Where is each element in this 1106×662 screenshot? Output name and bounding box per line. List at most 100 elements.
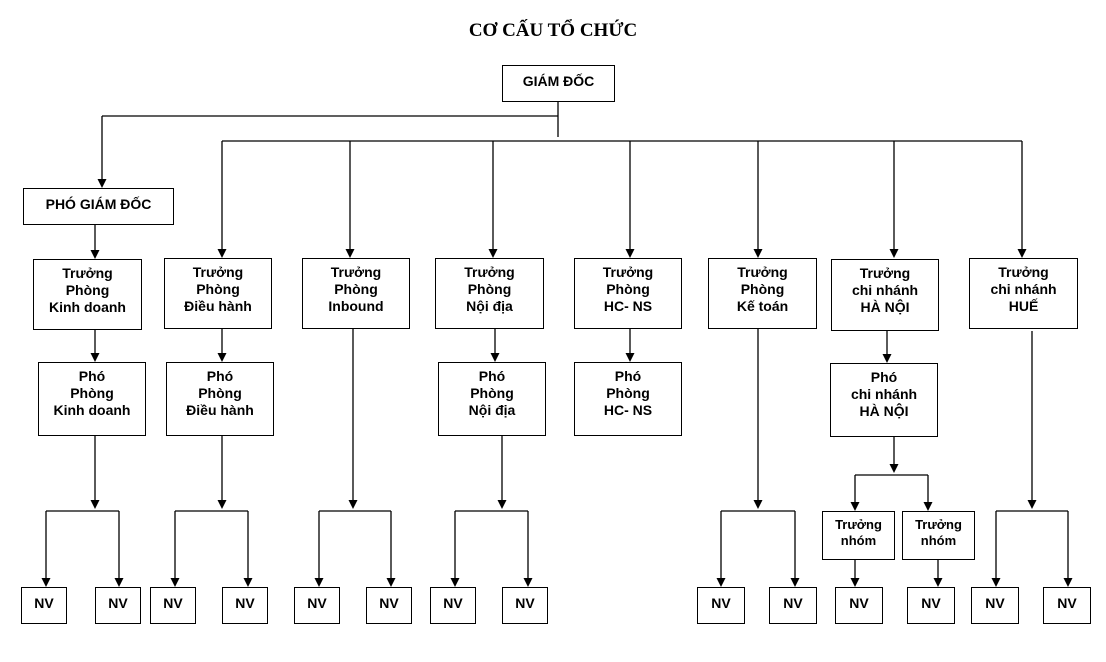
node-label-line: Kinh doanh: [53, 402, 131, 418]
node-label-line: HUẾ: [1008, 298, 1039, 314]
arrowhead-icon: [991, 578, 1001, 587]
arrowhead-icon: [97, 179, 107, 188]
node-nv: NV: [222, 587, 268, 624]
arrowhead-icon: [348, 500, 358, 509]
node-nv: NV: [769, 587, 817, 624]
node-label-line: Phòng: [606, 385, 650, 401]
arrowhead-icon: [386, 578, 396, 587]
node-label-line: Kinh doanh: [49, 299, 126, 315]
arrowhead-icon: [753, 249, 763, 258]
node-nv: NV: [835, 587, 883, 624]
node-nv: NV: [294, 587, 340, 624]
arrowhead-icon: [217, 500, 227, 509]
node-label-line: Phòng: [65, 282, 110, 298]
arrowhead-icon: [850, 502, 860, 511]
node-label-line: Phó: [614, 368, 642, 384]
node-nv: NV: [21, 587, 67, 624]
node-nv: NV: [907, 587, 955, 624]
arrowhead-icon: [217, 249, 227, 258]
node-nv: NV: [502, 587, 548, 624]
node-label-line: chi nhánh: [990, 281, 1057, 297]
arrowhead-icon: [889, 249, 899, 258]
arrowhead-icon: [41, 578, 51, 587]
node-label-line: Inbound: [328, 298, 384, 314]
arrowhead-icon: [90, 353, 100, 362]
arrowhead-icon: [1063, 578, 1073, 587]
node-label-line: Phòng: [70, 385, 114, 401]
node-pho-giam-doc: PHÓ GIÁM ĐỐC: [23, 188, 174, 225]
arrowhead-icon: [625, 353, 635, 362]
node-nv: NV: [95, 587, 141, 624]
node-label-line: Nội địa: [466, 298, 513, 314]
node-label-line: Phòng: [196, 281, 240, 297]
arrowhead-icon: [114, 578, 124, 587]
node-label-line: nhóm: [920, 533, 957, 548]
node-label-line: Trưởng: [915, 517, 962, 532]
node-label-line: Phòng: [467, 281, 512, 297]
node-nv: NV: [697, 587, 745, 624]
chart-title: CƠ CẤU TỔ CHỨC: [468, 20, 638, 41]
node-label-line: Trưởng: [330, 264, 382, 280]
node-nv: NV: [971, 587, 1019, 624]
node-label-line: HÀ NỘI: [859, 403, 909, 419]
arrowhead-icon: [90, 250, 100, 259]
arrowhead-icon: [345, 249, 355, 258]
arrowhead-icon: [923, 502, 933, 511]
node-label-line: nhóm: [840, 533, 877, 548]
node-label-line: HÀ NỘI: [860, 299, 910, 315]
node-nv: NV: [150, 587, 196, 624]
arrowhead-icon: [850, 578, 860, 587]
arrowhead-icon: [490, 353, 500, 362]
arrowhead-icon: [933, 578, 943, 587]
node-label-line: Nội địa: [468, 402, 516, 418]
node-label-line: PHÓ GIÁM ĐỐC: [45, 196, 152, 212]
node-label-line: Phòng: [740, 281, 785, 297]
arrowhead-icon: [217, 353, 227, 362]
node-label-line: Trưởng: [859, 265, 911, 281]
node-nv: NV: [366, 587, 412, 624]
arrowhead-icon: [243, 578, 253, 587]
node-label-line: GIÁM ĐỐC: [522, 73, 595, 89]
arrowhead-icon: [753, 500, 763, 509]
node-label-line: Phòng: [470, 385, 514, 401]
arrowhead-icon: [497, 500, 507, 509]
arrowhead-icon: [90, 500, 100, 509]
node-label-line: Phòng: [198, 385, 242, 401]
arrowhead-icon: [889, 464, 899, 473]
node-label-line: Trưởng: [998, 264, 1049, 280]
node-label-line: Trưởng: [602, 264, 654, 280]
node-nv: NV: [430, 587, 476, 624]
arrowhead-icon: [450, 578, 460, 587]
node-label-line: Điều hành: [184, 298, 252, 314]
arrowhead-icon: [716, 578, 726, 587]
node-label-line: Trưởng: [192, 264, 244, 280]
node-label-line: HC- NS: [603, 298, 653, 314]
node-giam-doc: GIÁM ĐỐC: [502, 65, 615, 102]
arrowhead-icon: [314, 578, 324, 587]
node-label-line: Trưởng: [464, 264, 515, 280]
node-label-line: Điều hành: [186, 402, 254, 418]
arrowhead-icon: [1017, 249, 1027, 258]
node-nv: NV: [1043, 587, 1091, 624]
node-label-line: Trưởng: [835, 517, 882, 532]
node-label-line: chi nhánh: [851, 282, 919, 298]
node-label-line: Phòng: [606, 281, 650, 297]
node-label-line: Phó: [478, 368, 506, 384]
node-label-line: Phó: [78, 368, 106, 384]
arrowhead-icon: [523, 578, 533, 587]
node-label-line: Phòng: [334, 281, 378, 297]
arrowhead-icon: [170, 578, 180, 587]
node-label-line: Phó: [206, 368, 234, 384]
